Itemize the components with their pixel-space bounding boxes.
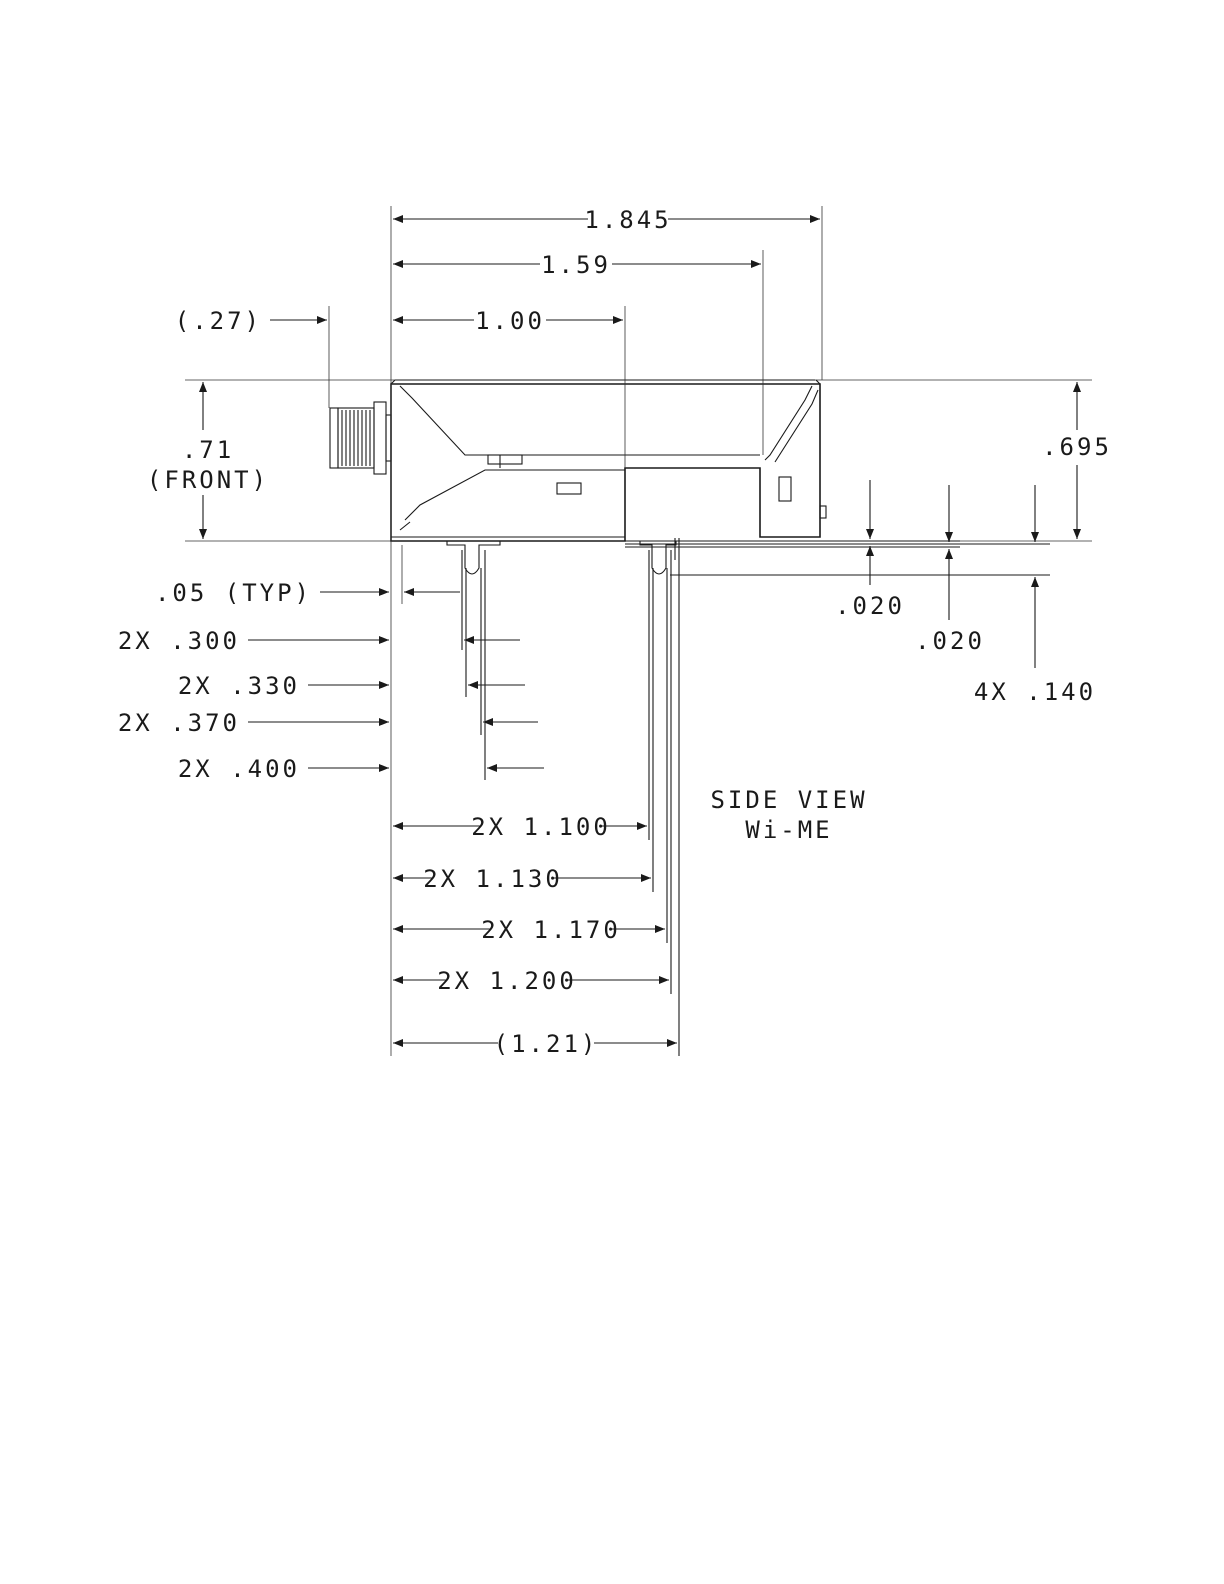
dim-gap-020-b: .020 bbox=[915, 627, 985, 655]
dim-ref-121: (1.21) bbox=[494, 1030, 599, 1058]
dim-pin-1100: 2X 1.100 bbox=[471, 813, 611, 841]
dim-pin-300: 2X .300 bbox=[118, 627, 240, 655]
dim-front-height-value: .71 bbox=[182, 436, 234, 464]
dim-rear-height: .695 bbox=[1042, 433, 1112, 461]
view-title: SIDE VIEW bbox=[710, 786, 867, 814]
dim-pin-1200: 2X 1.200 bbox=[437, 967, 577, 995]
dim-pin-1170: 2X 1.170 bbox=[481, 916, 621, 944]
view-subtitle: Wi-ME bbox=[745, 816, 832, 844]
dim-lead-140: 4X .140 bbox=[974, 678, 1096, 706]
connector-threaded bbox=[330, 402, 391, 474]
dim-pin-400: 2X .400 bbox=[178, 755, 300, 783]
dim-width-159: 1.59 bbox=[541, 251, 611, 279]
dim-pin-370: 2X .370 bbox=[118, 709, 240, 737]
dim-front-height-note: (FRONT) bbox=[147, 466, 269, 494]
dim-overall-width: 1.845 bbox=[584, 206, 671, 234]
dim-typ-05: .05 (TYP) bbox=[155, 579, 312, 607]
dim-gap-020-a: .020 bbox=[835, 592, 905, 620]
dim-width-100: 1.00 bbox=[475, 307, 545, 335]
dim-connector-offset: (.27) bbox=[175, 307, 262, 335]
dim-pin-1130: 2X 1.130 bbox=[423, 865, 563, 893]
module-outline bbox=[185, 380, 1092, 547]
dim-pin-330: 2X .330 bbox=[178, 672, 300, 700]
